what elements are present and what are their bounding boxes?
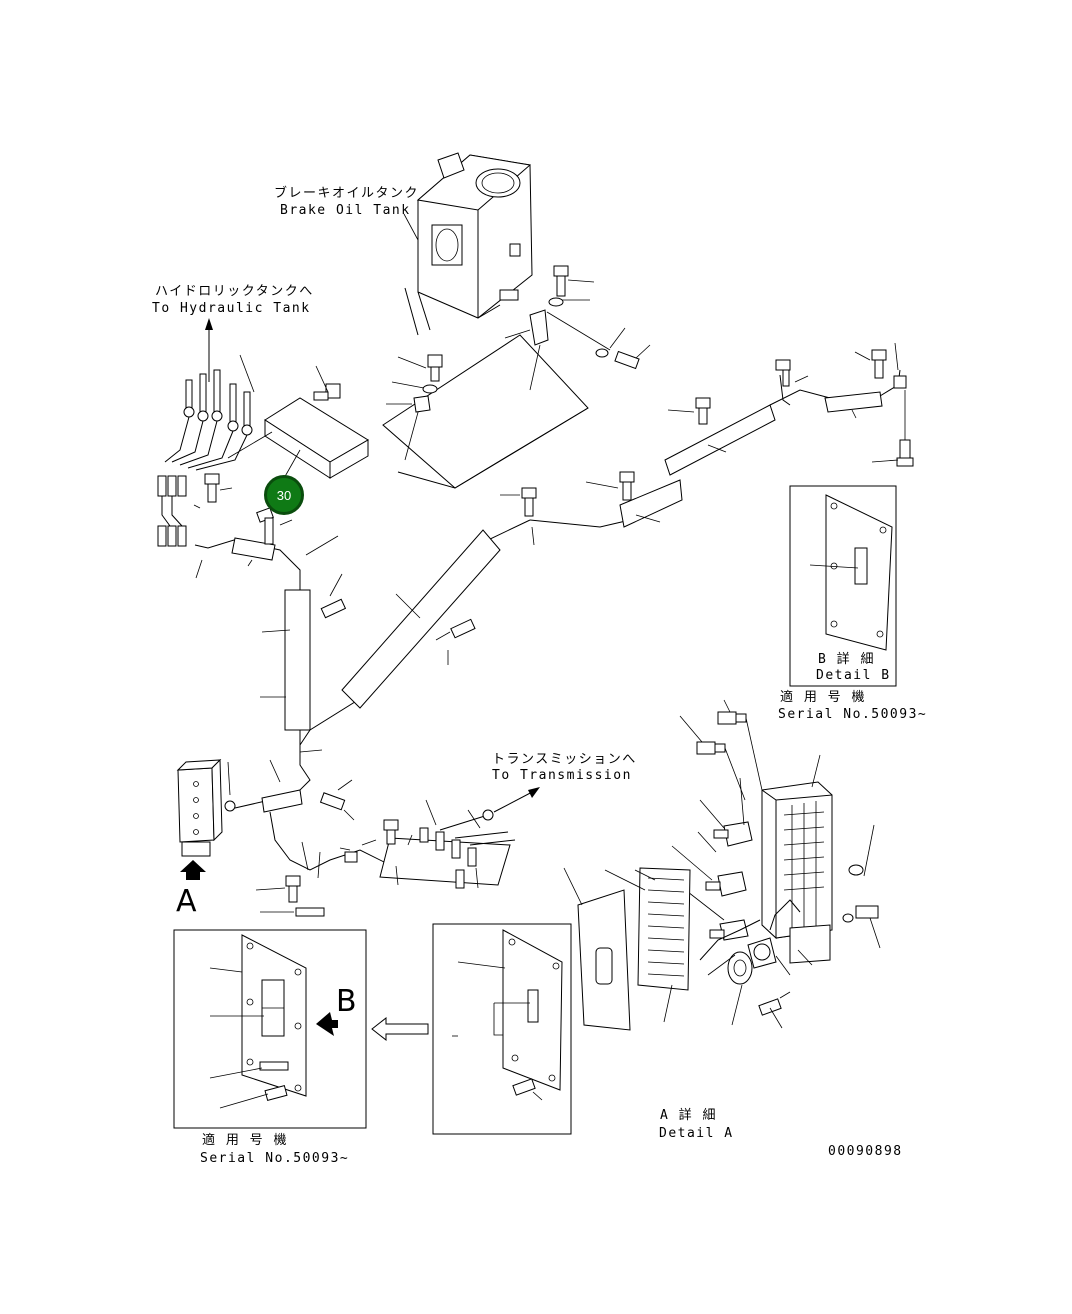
- serial-note-jp-upper: 適 用 号 機: [780, 690, 866, 705]
- transmission-label-en: To Transmission: [492, 768, 632, 783]
- detail-b-title-en: Detail B: [816, 668, 891, 683]
- hydraulic-tank-label-en: To Hydraulic Tank: [152, 301, 311, 316]
- serial-note-en-lower: Serial No.50093~: [200, 1151, 350, 1166]
- drawing-number: 00090898: [828, 1144, 903, 1159]
- detail-a-title-jp: A 詳 細: [660, 1108, 717, 1123]
- brake-tank-label-jp: ブレーキオイルタンク: [274, 186, 420, 201]
- detail-b-title-jp: B 詳 細: [818, 652, 875, 667]
- detail-a-title-en: Detail A: [659, 1126, 734, 1141]
- detail-left-frame: [173, 929, 367, 1129]
- brake-tank-label-en: Brake Oil Tank: [280, 203, 411, 218]
- detail-a-assembly: [671, 699, 881, 1029]
- part-callout-30[interactable]: 30: [264, 475, 304, 515]
- serial-note-jp-lower: 適 用 号 機: [202, 1133, 288, 1148]
- view-arrow: [371, 1016, 429, 1042]
- view-a-letter: A: [176, 884, 197, 919]
- serial-note-en-upper: Serial No.50093~: [778, 707, 928, 722]
- bottom-plate: [382, 309, 589, 489]
- brake-oil-tank: [403, 152, 533, 336]
- cover-box: [227, 365, 369, 481]
- terminal-comb: [604, 867, 691, 1023]
- upper-right-harness: [769, 342, 914, 467]
- tank-fasteners: [386, 265, 651, 413]
- gasket: [563, 867, 631, 1031]
- mid-harness: [234, 745, 540, 917]
- connector-pack: [157, 354, 255, 547]
- control-unit-a: [176, 758, 236, 880]
- harness: [194, 397, 776, 747]
- detail-a-cover-frame: [432, 923, 572, 1135]
- view-b-letter: B: [336, 984, 357, 1019]
- transmission-label-jp: トランスミッションへ: [492, 752, 637, 767]
- hydraulic-tank-label-jp: ハイドロリックタンクへ: [155, 284, 314, 299]
- detail-b-frame: [789, 485, 897, 687]
